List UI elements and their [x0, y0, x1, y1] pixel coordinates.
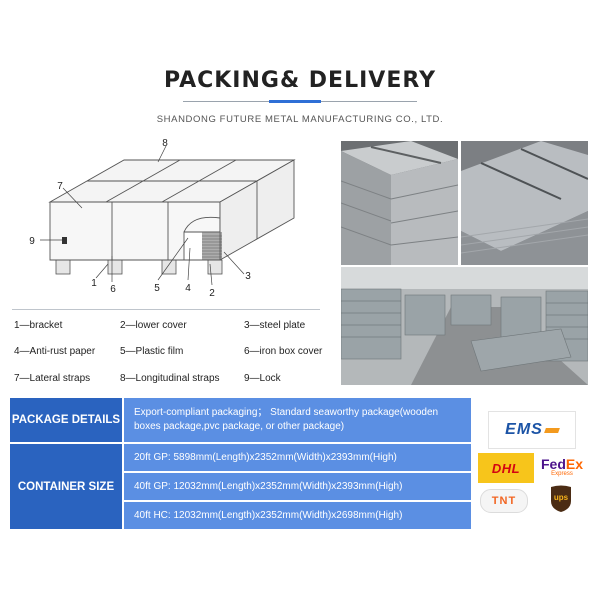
callout-5: 5: [154, 283, 160, 294]
ems-logo: EMS: [488, 411, 576, 449]
callout-2: 2: [209, 288, 215, 299]
page-title: PACKING& DELIVERY: [163, 68, 437, 93]
container-40ft-gp: 40ft GP: 12032mm(Length)x2352mm(Width)x2…: [124, 473, 471, 500]
ems-swoosh-icon: [543, 427, 560, 433]
callout-9: 9: [29, 236, 35, 247]
container-20ft-gp: 20ft GP: 5898mm(Length)x2352mm(Width)x23…: [124, 444, 471, 471]
callout-6: 6: [110, 284, 116, 295]
warehouse-photo: [341, 267, 588, 385]
legend-item-2: 2—lower cover: [120, 320, 187, 331]
legend-item-9: 9—Lock: [244, 373, 281, 384]
dhl-logo: DHL: [478, 453, 534, 483]
title-divider-accent: [269, 100, 321, 103]
ups-logo: ups: [547, 484, 575, 514]
legend-item-6: 6—iron box cover: [244, 346, 323, 357]
legend-item-5: 5—Plastic film: [120, 346, 184, 357]
fedex-logo: FedEx Express: [536, 453, 588, 481]
packing-diagram: 8 7 9 1 6 5 4 2 3: [29, 138, 296, 299]
legend-item-3: 3—steel plate: [244, 320, 306, 331]
package-details-text: Export-compliant packaging； Standard sea…: [124, 398, 471, 442]
callout-1: 1: [91, 278, 97, 289]
legend-divider: [12, 309, 320, 310]
legend-item-7: 7—Lateral straps: [14, 373, 91, 384]
package-details-table: PACKAGE DETAILS Export-compliant packagi…: [10, 398, 471, 529]
callout-8: 8: [162, 138, 168, 149]
company-name: SHANDONG FUTURE METAL MANUFACTURING CO.,…: [156, 114, 444, 125]
callout-7: 7: [57, 181, 63, 192]
callout-3: 3: [245, 271, 251, 282]
container-40ft-hc: 40ft HC: 12032mm(Length)x2352mm(Width)x2…: [124, 502, 471, 529]
package-details-label: PACKAGE DETAILS: [10, 398, 122, 442]
legend-item-4: 4—Anti-rust paper: [14, 346, 96, 357]
steel-sheet-stack-photo: [341, 141, 458, 265]
callout-4: 4: [185, 283, 191, 294]
legend-item-8: 8—Longitudinal straps: [120, 373, 220, 384]
tnt-logo: TNT: [480, 489, 528, 513]
container-size-label: CONTAINER SIZE: [10, 444, 122, 529]
ups-shield-icon: [551, 485, 571, 512]
legend-item-1: 1—bracket: [14, 320, 63, 331]
steel-sheet-bundle-photo: [461, 141, 588, 265]
